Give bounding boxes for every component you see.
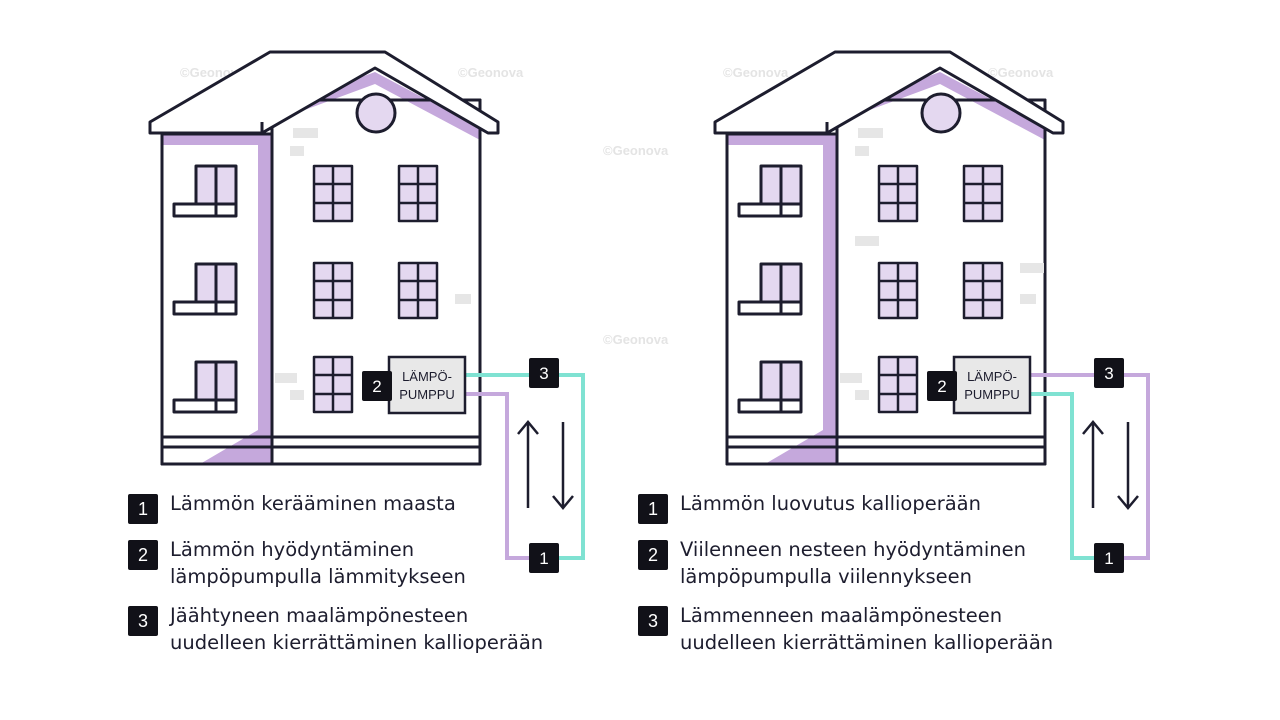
cooling-panel: ©Geonova ©Geonova ©Geonova ©Geonova ©Geo… [565,0,1205,720]
upper-pipe [1030,373,1150,560]
legend-text: Lämmön hyödyntäminen lämpöpumpulla lämmi… [170,538,466,588]
legend-item: 3 Lämmenneen maalämpönesteen uudelleen k… [638,602,1108,656]
svg-text:1: 1 [1104,549,1113,568]
legend-number: 2 [638,540,668,570]
arrow-down-icon [552,422,574,510]
badge-2: 2 [927,371,957,401]
ground-loop-pipes [1030,373,1150,560]
heat-pump-box: LÄMPÖ- PUMPPU [387,355,467,415]
badge-3: 3 [529,358,559,388]
cooling-legend: 1 Lämmön luovutus kallioperään 2 Viilenn… [638,490,1108,668]
cooling-diagram: ©Geonova ©Geonova ©Geonova ©Geonova ©Geo… [713,50,1150,573]
apartment-building [713,50,1065,466]
watermark: ©Geonova [723,65,789,80]
legend-item: 1 Lämmön luovutus kallioperään [638,490,1108,524]
legend-item: 1 Lämmön kerääminen maasta [128,490,598,524]
legend-number: 2 [128,540,158,570]
legend-item: 3 Jäähtyneen maalämpönesteen uudelleen k… [128,602,598,656]
lower-pipe [1030,392,1100,560]
flow-arrows [1082,420,1139,510]
legend-number: 1 [638,494,668,524]
heating-legend: 1 Lämmön kerääminen maasta 2 Lämmön hyöd… [128,490,598,668]
watermark: ©Geonova [458,65,524,80]
svg-text:2: 2 [937,377,946,396]
legend-number: 1 [128,494,158,524]
heat-pump-box: LÄMPÖ- PUMPPU [952,355,1032,415]
flow-arrows [517,420,574,510]
heating-diagram: ©Geonova ©Geonova ©Geonova ©Geonova ©Geo… [148,50,669,573]
upper-pipe [465,373,585,560]
legend-text: Jäähtyneen maalämpönesteen uudelleen kie… [170,604,544,654]
lower-pipe [465,392,535,560]
legend-item: 2 Lämmön hyödyntäminen lämpöpumpulla läm… [128,536,598,590]
watermark: ©Geonova [988,65,1054,80]
heat-pump-label-line2: PUMPPU [964,387,1020,402]
arrow-up-icon [517,420,539,508]
arrow-down-icon [1117,422,1139,510]
watermark: ©Geonova [603,332,669,347]
watermark: ©Geonova [603,143,669,158]
arrow-up-icon [1082,420,1104,508]
heat-pump-label-line1: LÄMPÖ- [967,369,1017,384]
svg-text:3: 3 [539,364,548,383]
svg-text:3: 3 [1104,364,1113,383]
ground-loop-pipes [465,373,585,560]
legend-text: Lämmön kerääminen maasta [170,492,456,515]
legend-number: 3 [128,606,158,636]
legend-text: Lämmön luovutus kallioperään [680,492,981,515]
badge-1: 1 [529,543,559,573]
badge-1: 1 [1094,543,1124,573]
legend-item: 2 Viilenneen nesteen hyödyntäminen lämpö… [638,536,1108,590]
svg-text:2: 2 [372,377,381,396]
svg-text:1: 1 [539,549,548,568]
legend-text: Viilenneen nesteen hyödyntäminen lämpöpu… [680,538,1026,588]
heating-panel: ©Geonova ©Geonova ©Geonova ©Geonova ©Geo… [128,50,669,668]
heat-pump-label-line1: LÄMPÖ- [402,369,452,384]
badge-3: 3 [1094,358,1124,388]
legend-text: Lämmenneen maalämpönesteen uudelleen kie… [680,604,1054,654]
heat-pump-label-line2: PUMPPU [399,387,455,402]
badge-2: 2 [362,371,392,401]
legend-number: 3 [638,606,668,636]
